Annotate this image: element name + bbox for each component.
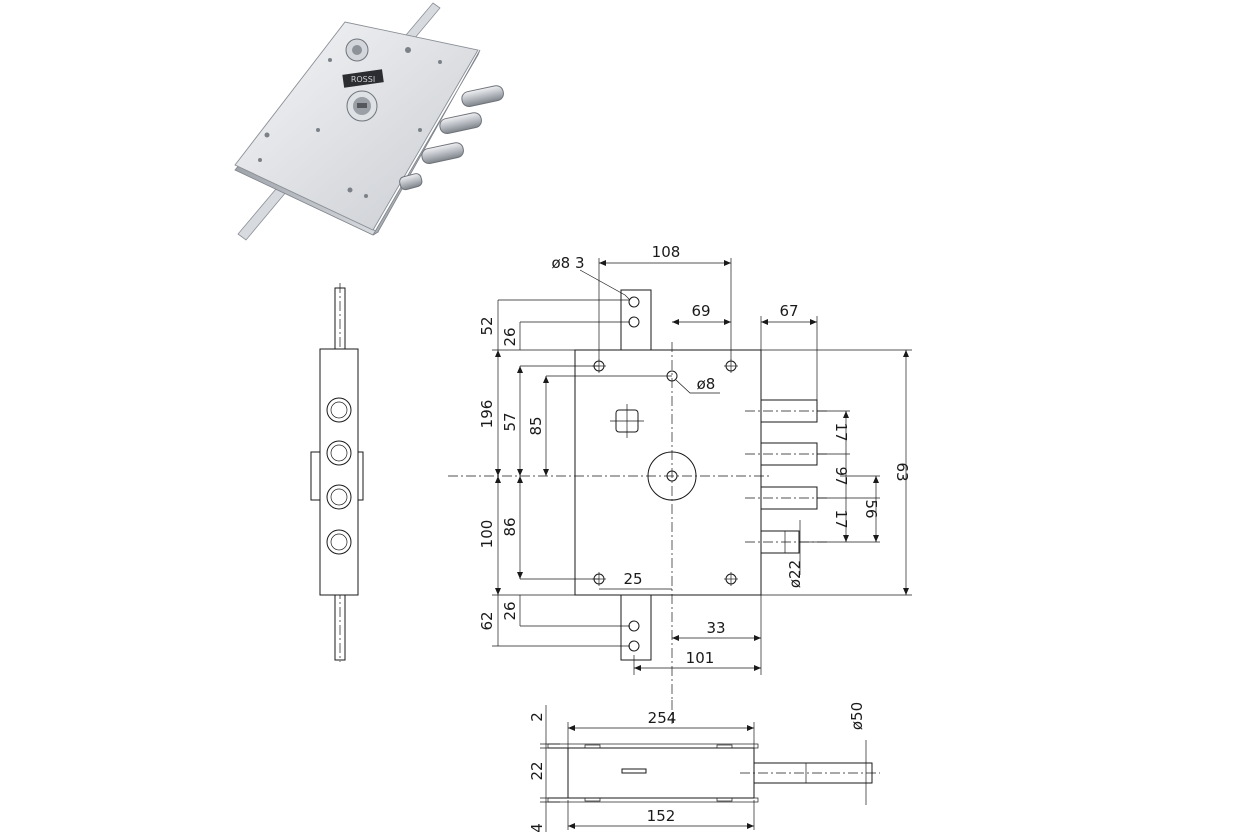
dim-26-bottom: 26 — [501, 601, 519, 620]
dim-56: 56 — [862, 499, 880, 518]
dim-26-top: 26 — [501, 327, 519, 346]
dim-254: 254 — [648, 709, 677, 727]
dim-2: 2 — [528, 712, 546, 722]
dim-17-bottom: 17 — [832, 509, 850, 528]
dim-152: 152 — [647, 807, 676, 825]
dim-33: 33 — [706, 619, 725, 637]
lock-brand-label: ROSSI — [351, 75, 375, 84]
dimension-arrows — [495, 260, 909, 671]
dim-57: 57 — [501, 412, 519, 431]
dim-25: 25 — [623, 570, 642, 588]
dim-phi-50: ø50 — [848, 702, 866, 730]
dim-phi-22: ø22 — [786, 560, 804, 588]
lock-product-image: ROSSI — [234, 2, 504, 241]
dim-85: 85 — [527, 416, 545, 435]
lock-bolts-photo — [399, 85, 504, 191]
dim-101: 101 — [686, 649, 715, 667]
dim-108: 108 — [652, 243, 681, 261]
dim-97: 97 — [832, 466, 850, 485]
dim-196: 196 — [478, 400, 496, 429]
front-view-bolts — [745, 399, 830, 554]
dim-phi-8-3: ø8 3 — [551, 254, 584, 272]
front-view: 108 69 67 ø8 3 ø8 25 33 101 52 26 196 57… — [448, 243, 912, 700]
dim-52: 52 — [478, 316, 496, 335]
dimension-lines — [492, 258, 912, 675]
dim-100: 100 — [478, 520, 496, 549]
dim-4: 4 — [528, 823, 546, 832]
side-view-bolts — [326, 397, 352, 555]
dim-17-top: 17 — [832, 422, 850, 441]
dim-67: 67 — [779, 302, 798, 320]
dim-86: 86 — [501, 517, 519, 536]
dim-63: 63 — [893, 462, 911, 481]
dim-69: 69 — [691, 302, 710, 320]
dim-62: 62 — [478, 611, 496, 630]
dim-phi-8: ø8 — [697, 375, 716, 393]
side-view — [310, 283, 364, 662]
top-view: 254 152 ø50 2 22 4 — [528, 700, 880, 832]
dim-22: 22 — [528, 761, 546, 780]
